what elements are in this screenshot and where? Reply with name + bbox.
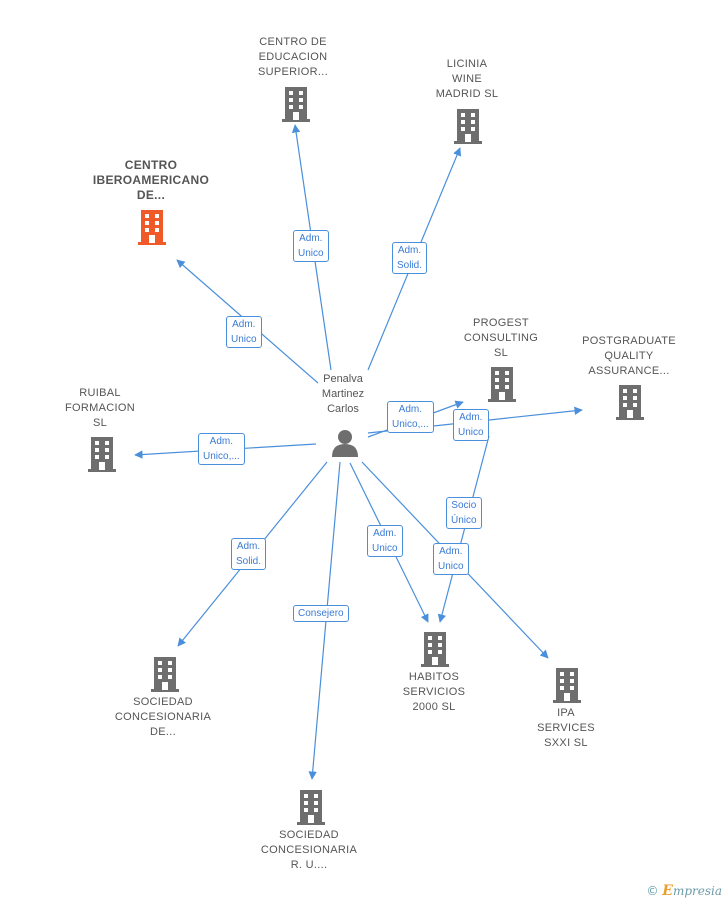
relation-label[interactable]: Consejero bbox=[293, 605, 349, 622]
relation-label[interactable]: Adm. Unico,... bbox=[198, 433, 245, 465]
relation-label[interactable]: Adm. Unico bbox=[433, 543, 469, 575]
company-label-soc-conc-de[interactable]: SOCIEDAD CONCESIONARIA DE... bbox=[114, 696, 212, 738]
building-icon[interactable] bbox=[419, 631, 451, 667]
company-label-centro-ibero[interactable]: CENTRO IBEROAMERICANO DE... bbox=[92, 158, 210, 202]
building-icon[interactable] bbox=[149, 656, 181, 692]
relation-label[interactable]: Adm. Unico bbox=[453, 409, 489, 441]
brand-name: mpresia bbox=[672, 884, 722, 898]
relation-label[interactable]: Adm. Solid. bbox=[392, 242, 428, 274]
building-icon-highlighted[interactable] bbox=[136, 209, 168, 245]
company-label-ruibal[interactable]: RUIBAL FORMACION SL bbox=[65, 387, 135, 429]
person-name[interactable]: Penalva Martinez Carlos bbox=[321, 373, 365, 415]
company-label-ipa[interactable]: IPA SERVICES SXXI SL bbox=[537, 707, 595, 749]
relation-label[interactable]: Adm. Unico bbox=[293, 230, 329, 262]
copyright-icon: © bbox=[646, 884, 659, 898]
relation-edge bbox=[437, 435, 490, 623]
brand-logo[interactable]: © Empresia bbox=[646, 883, 722, 899]
relation-label[interactable]: Adm. Solid. bbox=[231, 538, 267, 570]
relation-label[interactable]: Adm. Unico,... bbox=[387, 401, 434, 433]
building-icon[interactable] bbox=[452, 108, 484, 144]
company-label-centro-educacion[interactable]: CENTRO DE EDUCACION SUPERIOR... bbox=[258, 36, 328, 78]
company-label-postgraduate[interactable]: POSTGRADUATE QUALITY ASSURANCE... bbox=[582, 335, 676, 377]
company-label-progest[interactable]: PROGEST CONSULTING SL bbox=[463, 317, 539, 359]
building-icon[interactable] bbox=[295, 789, 327, 825]
company-label-licinia[interactable]: LICINIA WINE MADRID SL bbox=[435, 58, 499, 100]
building-icon[interactable] bbox=[86, 436, 118, 472]
company-label-soc-conc-ru[interactable]: SOCIEDAD CONCESIONARIA R. U.... bbox=[260, 829, 358, 871]
building-icon[interactable] bbox=[486, 366, 518, 402]
relation-label[interactable]: Adm. Unico bbox=[226, 316, 262, 348]
building-icon[interactable] bbox=[551, 667, 583, 703]
relation-label[interactable]: Socio Único bbox=[446, 497, 482, 529]
building-icon[interactable] bbox=[280, 86, 312, 122]
company-label-habitos[interactable]: HABITOS SERVICIOS 2000 SL bbox=[402, 671, 466, 713]
relation-label[interactable]: Adm. Unico bbox=[367, 525, 403, 557]
brand-initial: E bbox=[662, 883, 673, 899]
building-icon[interactable] bbox=[614, 384, 646, 420]
person-icon[interactable] bbox=[330, 427, 360, 457]
